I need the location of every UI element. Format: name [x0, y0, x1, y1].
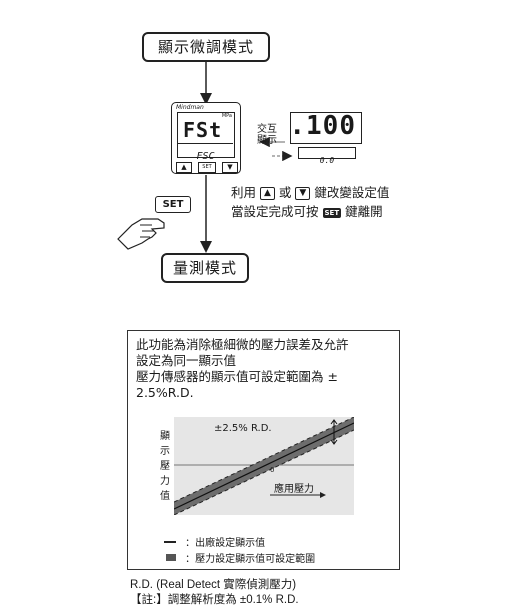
y-axis-label: 顯 示 壓 力 值 [160, 431, 170, 502]
exchange-display-label: 交互 顯示 [257, 124, 277, 146]
legend-line-swatch [164, 540, 176, 543]
note-rd-definition: R.D. (Real Detect 實際偵測壓力) [130, 579, 297, 591]
pressure-switch-device: Mindman MPa FSt FSC ▲ SET ▼ [171, 102, 241, 174]
origin-label: 0 [270, 466, 275, 474]
brand-label: Mindman [176, 104, 204, 111]
info-line-3: 壓力傳感器的顯示值可設定範圍為 ± [136, 369, 338, 384]
display-adjust-mode-label: 顯示微調模式 [157, 38, 254, 56]
unit-label: MPa [221, 113, 232, 119]
up-button[interactable]: ▲ [176, 162, 192, 173]
info-line-2: 設定為同一顯示值 [136, 353, 237, 368]
legend-item-band: ：壓力設定顯示值可設定範圍 [164, 547, 315, 565]
info-line-4: 2.5%R.D. [136, 385, 194, 400]
legend: ：出廠設定顯示值 ：壓力設定顯示值可設定範圍 [164, 531, 315, 565]
set-button[interactable]: SET [198, 162, 216, 173]
value-main-frame: .100 [289, 111, 362, 144]
band-upper-dash [174, 417, 354, 503]
notes: R.D. (Real Detect 實際偵測壓力) 【註:】調整解析度為 ±0.… [130, 576, 299, 605]
info-text: 此功能為消除極細微的壓力誤差及允許 設定為同一顯示值 壓力傳感器的顯示值可設定範… [136, 337, 349, 401]
device-lcd: MPa FSt FSC [177, 112, 235, 162]
exchange-label-line2: 顯示 [257, 135, 277, 146]
main-display: FSt [183, 118, 223, 142]
set-key-icon: SET [322, 207, 342, 218]
device-buttons: ▲ SET ▼ [176, 162, 238, 173]
sub-display-bar: FSC [178, 143, 233, 162]
measure-mode-label: 量測模式 [172, 259, 237, 277]
set-key-label: SET [162, 199, 184, 210]
tolerance-graph-svg [174, 417, 354, 515]
up-key-icon: ▲ [260, 187, 275, 200]
value-display: .100 0.0 [289, 111, 362, 165]
down-button[interactable]: ▼ [222, 162, 238, 173]
sub-display: FSC [196, 151, 215, 162]
note-resolution: 【註:】調整解析度為 ±0.1% R.D. [130, 594, 299, 605]
factory-setting-line [174, 422, 354, 510]
x-axis-label: 應用壓力 [274, 484, 314, 495]
hand-press-icon [117, 218, 165, 250]
instruction-text: 利用 ▲ 或 ▼ 鍵改變設定值 當設定完成可按 SET 鍵離開 [231, 183, 389, 221]
instruction-line-2: 當設定完成可按 SET 鍵離開 [231, 204, 383, 219]
value-sub-frame: 0.0 [298, 147, 356, 165]
tolerance-graph: ±2.5% R.D. 0 應用壓力 [174, 417, 354, 515]
measure-mode-box: 量測模式 [161, 253, 249, 283]
info-panel: 此功能為消除極細微的壓力誤差及允許 設定為同一顯示值 壓力傳感器的顯示值可設定範… [127, 330, 400, 570]
down-key-icon: ▼ [295, 187, 311, 200]
value-sub-display: 0.0 [319, 156, 335, 165]
display-adjust-mode-box: 顯示微調模式 [142, 32, 270, 62]
set-key-badge[interactable]: SET [155, 196, 191, 213]
instruction-line-1: 利用 ▲ 或 ▼ 鍵改變設定值 [231, 185, 390, 200]
flow-connectors [200, 62, 293, 253]
legend-item-line: ：出廠設定顯示值 [164, 531, 315, 549]
info-line-1: 此功能為消除極細微的壓力誤差及允許 [136, 337, 349, 352]
legend-band-swatch [164, 554, 176, 561]
band-lower-dash [174, 429, 354, 515]
exchange-label-line1: 交互 [257, 124, 277, 135]
tolerance-label: ±2.5% R.D. [214, 423, 272, 434]
value-main-display: .100 [289, 111, 356, 141]
